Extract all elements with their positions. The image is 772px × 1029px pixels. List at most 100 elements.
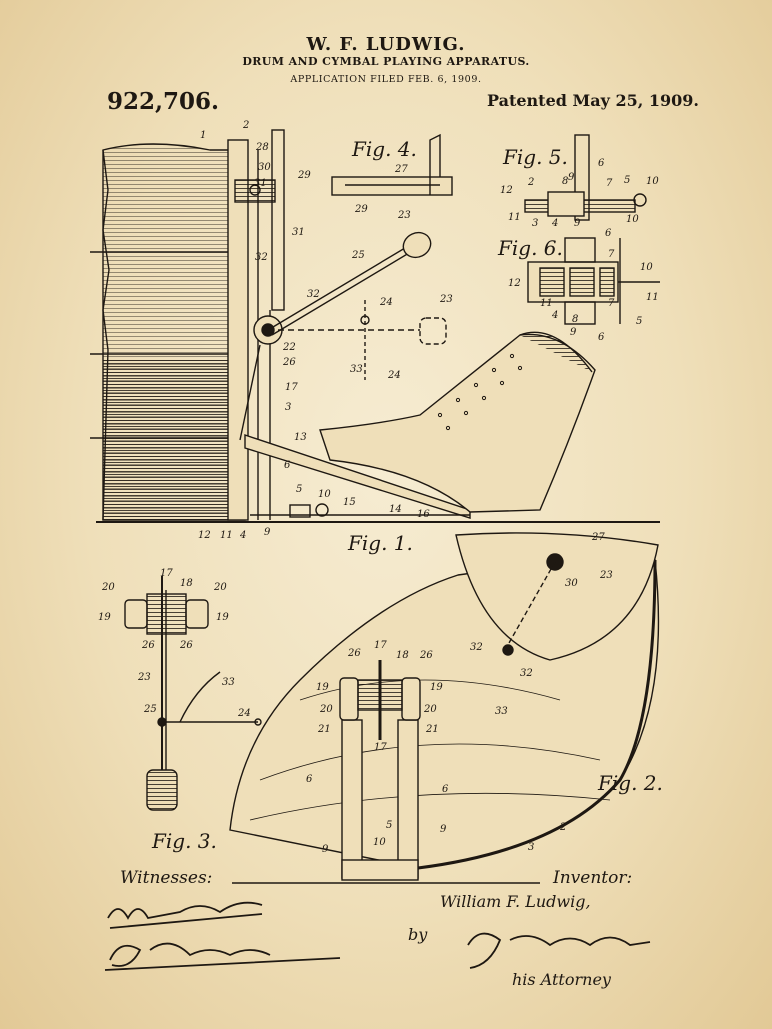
svg-text:5: 5 bbox=[636, 316, 642, 327]
svg-text:3: 3 bbox=[532, 218, 538, 229]
svg-text:12: 12 bbox=[198, 530, 211, 541]
svg-text:11: 11 bbox=[508, 212, 521, 223]
svg-text:5: 5 bbox=[296, 484, 302, 495]
fig5-label: Fig. 5. bbox=[502, 145, 568, 169]
svg-text:3: 3 bbox=[285, 402, 291, 413]
figure-5-drawing: 675 10122 8911 349 10 Fig. 5. bbox=[500, 135, 659, 229]
svg-text:27: 27 bbox=[394, 164, 408, 175]
fig6-label: Fig. 6. bbox=[497, 236, 563, 260]
svg-text:23: 23 bbox=[397, 210, 411, 221]
fig4-label: Fig. 4. bbox=[351, 137, 417, 161]
svg-text:10: 10 bbox=[373, 837, 386, 848]
fig2-label: Fig. 2. bbox=[597, 771, 663, 795]
svg-text:21: 21 bbox=[425, 724, 439, 735]
figure-2-drawing: 273023 323233 261718 261919 202021 21176… bbox=[230, 532, 663, 880]
svg-text:7: 7 bbox=[606, 178, 613, 189]
svg-text:5: 5 bbox=[624, 175, 630, 186]
svg-text:14: 14 bbox=[389, 504, 402, 515]
svg-text:9: 9 bbox=[574, 218, 581, 229]
svg-text:8: 8 bbox=[572, 314, 578, 325]
svg-text:24: 24 bbox=[237, 708, 251, 719]
svg-text:21: 21 bbox=[317, 724, 331, 735]
svg-text:9: 9 bbox=[322, 844, 329, 855]
witness-signature-2 bbox=[105, 944, 340, 970]
svg-text:24: 24 bbox=[387, 370, 401, 381]
svg-text:25: 25 bbox=[143, 704, 157, 715]
svg-text:11: 11 bbox=[646, 292, 659, 303]
svg-text:32: 32 bbox=[255, 252, 268, 263]
svg-text:18: 18 bbox=[396, 650, 409, 661]
svg-text:29: 29 bbox=[297, 170, 311, 181]
svg-text:13: 13 bbox=[294, 432, 307, 443]
svg-text:9: 9 bbox=[570, 327, 577, 338]
svg-text:28: 28 bbox=[255, 142, 269, 153]
svg-text:33: 33 bbox=[222, 677, 235, 688]
fig1-label: Fig. 1. bbox=[347, 531, 413, 555]
inventor-label: Inventor: bbox=[553, 868, 632, 888]
svg-text:12: 12 bbox=[508, 278, 521, 289]
svg-text:26: 26 bbox=[282, 357, 296, 368]
svg-text:32: 32 bbox=[307, 289, 320, 300]
attorney-signature bbox=[468, 934, 650, 968]
svg-text:17: 17 bbox=[374, 640, 387, 651]
svg-text:26: 26 bbox=[179, 640, 193, 651]
svg-text:17: 17 bbox=[160, 568, 173, 579]
svg-text:4: 4 bbox=[551, 310, 558, 321]
svg-text:20: 20 bbox=[423, 704, 437, 715]
svg-text:6: 6 bbox=[284, 460, 291, 471]
svg-text:31: 31 bbox=[254, 178, 267, 189]
svg-text:10: 10 bbox=[626, 214, 639, 225]
svg-text:3: 3 bbox=[528, 842, 534, 853]
svg-text:30: 30 bbox=[258, 162, 271, 173]
svg-text:32: 32 bbox=[470, 642, 483, 653]
svg-text:9: 9 bbox=[568, 172, 575, 183]
svg-text:20: 20 bbox=[213, 582, 227, 593]
svg-text:20: 20 bbox=[101, 582, 115, 593]
cymbal-edge bbox=[272, 130, 284, 310]
svg-text:26: 26 bbox=[419, 650, 433, 661]
svg-text:23: 23 bbox=[439, 294, 453, 305]
fig3-label: Fig. 3. bbox=[151, 829, 217, 853]
svg-text:10: 10 bbox=[646, 176, 659, 187]
svg-text:22: 22 bbox=[282, 342, 296, 353]
svg-text:19: 19 bbox=[316, 682, 329, 693]
svg-text:17: 17 bbox=[285, 382, 298, 393]
figure-6-drawing: 6710 121111 487 596 Fig. 6. bbox=[497, 228, 660, 343]
beater-arm bbox=[268, 245, 410, 330]
svg-text:31: 31 bbox=[292, 227, 305, 238]
svg-text:29: 29 bbox=[354, 204, 368, 215]
svg-text:7: 7 bbox=[608, 298, 615, 309]
svg-text:25: 25 bbox=[351, 250, 365, 261]
svg-text:6: 6 bbox=[598, 332, 605, 343]
svg-text:32: 32 bbox=[520, 668, 533, 679]
svg-text:26: 26 bbox=[347, 648, 361, 659]
svg-text:10: 10 bbox=[318, 489, 331, 500]
svg-text:30: 30 bbox=[565, 578, 578, 589]
svg-text:19: 19 bbox=[98, 612, 111, 623]
svg-text:9: 9 bbox=[440, 824, 447, 835]
svg-text:2: 2 bbox=[527, 177, 534, 188]
svg-text:6: 6 bbox=[605, 228, 612, 239]
witnesses-label: Witnesses: bbox=[120, 868, 212, 888]
svg-text:33: 33 bbox=[495, 706, 508, 717]
drum-lower-shading bbox=[103, 360, 243, 520]
boot bbox=[320, 334, 595, 512]
svg-text:9: 9 bbox=[264, 527, 271, 538]
svg-text:6: 6 bbox=[442, 784, 449, 795]
svg-text:7: 7 bbox=[608, 249, 615, 260]
svg-text:2: 2 bbox=[559, 822, 566, 833]
svg-text:19: 19 bbox=[216, 612, 229, 623]
svg-text:18: 18 bbox=[180, 578, 193, 589]
witness-signature-1 bbox=[108, 903, 262, 928]
svg-text:5: 5 bbox=[386, 820, 392, 831]
svg-text:23: 23 bbox=[137, 672, 151, 683]
svg-text:4: 4 bbox=[551, 218, 558, 229]
svg-text:17: 17 bbox=[374, 742, 387, 753]
svg-text:27: 27 bbox=[591, 532, 605, 543]
svg-text:6: 6 bbox=[306, 774, 313, 785]
svg-text:11: 11 bbox=[540, 298, 553, 309]
svg-text:23: 23 bbox=[599, 570, 613, 581]
svg-text:15: 15 bbox=[343, 497, 356, 508]
svg-text:16: 16 bbox=[417, 509, 430, 520]
by-label: by bbox=[408, 925, 427, 944]
